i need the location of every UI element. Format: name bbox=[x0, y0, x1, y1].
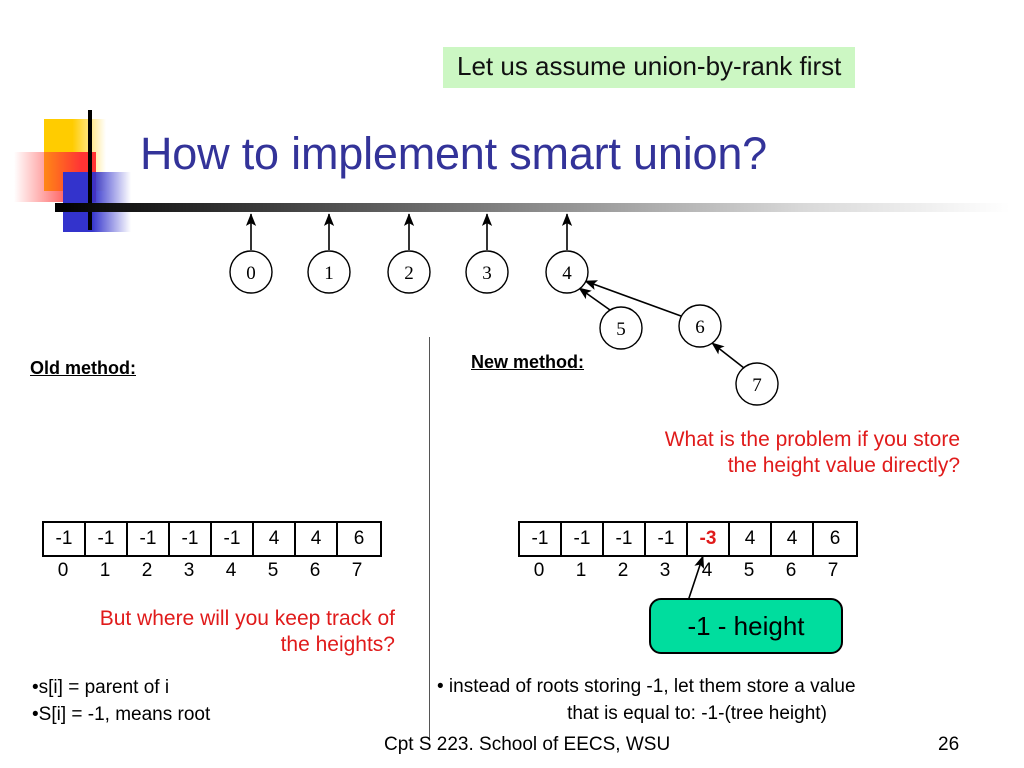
old-index-5: 5 bbox=[267, 560, 279, 581]
old-cell-0: -1 bbox=[44, 523, 86, 555]
new-cell-1: -1 bbox=[562, 523, 604, 555]
left-question-line-1: But where will you keep track of bbox=[99, 607, 395, 630]
right-question-note: What is the problem if you store the hei… bbox=[520, 427, 960, 480]
node-1-circle bbox=[307, 250, 351, 294]
new-index-6: 6 bbox=[785, 560, 797, 581]
new-method-array: -1 -1 -1 -1 -3 4 4 6 0 1 2 3 4 5 6 7 bbox=[518, 521, 858, 582]
new-cell-6: 4 bbox=[772, 523, 814, 555]
new-index-1: 1 bbox=[575, 560, 587, 581]
old-cell-6: 4 bbox=[296, 523, 338, 555]
decoration-vertical-line bbox=[88, 110, 92, 230]
old-cell-4: -1 bbox=[212, 523, 254, 555]
old-index-6: 6 bbox=[309, 560, 321, 581]
node-6-label: 6 bbox=[695, 317, 705, 338]
node-2-circle bbox=[387, 250, 431, 294]
old-bullet-2: •S[i] = -1, means root bbox=[32, 704, 211, 726]
column-divider bbox=[429, 337, 430, 741]
height-formula-callout: -1 - height bbox=[649, 598, 843, 654]
new-bullet-line-1: • instead of roots storing -1, let them … bbox=[437, 676, 856, 697]
new-array-indices: 0 1 2 3 4 5 6 7 bbox=[518, 560, 858, 582]
new-index-4: 4 bbox=[701, 560, 713, 581]
old-cell-5: 4 bbox=[254, 523, 296, 555]
old-array-indices: 0 1 2 3 4 5 6 7 bbox=[42, 560, 382, 582]
old-method-bullets: •s[i] = parent of i •S[i] = -1, means ro… bbox=[32, 674, 210, 728]
node-4-label: 4 bbox=[562, 263, 572, 284]
decoration-horizontal-gradient-bar bbox=[55, 203, 1010, 212]
new-index-5: 5 bbox=[743, 560, 755, 581]
old-index-1: 1 bbox=[99, 560, 111, 581]
old-index-0: 0 bbox=[57, 560, 69, 581]
new-array-cells: -1 -1 -1 -1 -3 4 4 6 bbox=[518, 521, 858, 557]
old-cell-2: -1 bbox=[128, 523, 170, 555]
new-index-3: 3 bbox=[659, 560, 671, 581]
node-2-label: 2 bbox=[404, 263, 414, 284]
old-method-heading: Old method: bbox=[30, 358, 136, 378]
node-3-label: 3 bbox=[482, 263, 492, 284]
page-title: How to implement smart union? bbox=[140, 128, 767, 179]
tree-edges bbox=[578, 280, 745, 369]
node-1-label: 1 bbox=[324, 263, 334, 284]
old-method-array: -1 -1 -1 -1 -1 4 4 6 0 1 2 3 4 5 6 7 bbox=[42, 521, 382, 582]
tree-nodes: 0 1 2 3 4 5 6 7 bbox=[229, 250, 779, 406]
old-cell-1: -1 bbox=[86, 523, 128, 555]
node-6-circle bbox=[678, 304, 722, 348]
right-question-line-2: the height value directly? bbox=[727, 454, 960, 478]
new-method-heading: New method: bbox=[471, 352, 585, 372]
right-question-line-1: What is the problem if you store bbox=[664, 428, 960, 451]
new-cell-3: -1 bbox=[646, 523, 688, 555]
node-5-label: 5 bbox=[616, 319, 626, 340]
decoration-blue-square bbox=[63, 172, 131, 232]
new-cell-2: -1 bbox=[604, 523, 646, 555]
new-cell-4-highlighted: -3 bbox=[688, 523, 730, 555]
footer-course-label: Cpt S 223. School of EECS, WSU bbox=[384, 734, 671, 755]
left-question-line-2: the heights? bbox=[280, 633, 395, 657]
old-cell-3: -1 bbox=[170, 523, 212, 555]
node-0-circle bbox=[229, 250, 273, 294]
new-bullet-line-2: that is equal to: -1-(tree height) bbox=[567, 702, 827, 724]
new-index-2: 2 bbox=[617, 560, 629, 581]
left-question-note: But where will you keep track of the hei… bbox=[10, 606, 395, 659]
node-5-circle bbox=[599, 306, 643, 350]
assumption-banner: Let us assume union-by-rank first bbox=[443, 47, 856, 89]
node-0-label: 0 bbox=[246, 263, 256, 284]
new-cell-0: -1 bbox=[520, 523, 562, 555]
root-pointer-arrows bbox=[245, 213, 573, 250]
new-cell-5: 4 bbox=[730, 523, 772, 555]
old-index-7: 7 bbox=[351, 560, 363, 581]
old-array-cells: -1 -1 -1 -1 -1 4 4 6 bbox=[42, 521, 382, 557]
new-index-0: 0 bbox=[533, 560, 545, 581]
old-index-2: 2 bbox=[141, 560, 153, 581]
node-4-circle bbox=[545, 250, 589, 294]
node-7-label: 7 bbox=[752, 375, 762, 396]
old-index-4: 4 bbox=[225, 560, 237, 581]
new-index-7: 7 bbox=[827, 560, 839, 581]
node-3-circle bbox=[465, 250, 509, 294]
node-7-circle bbox=[735, 362, 779, 406]
new-cell-7: 6 bbox=[829, 528, 841, 549]
footer-page-number: 26 bbox=[938, 734, 960, 755]
old-cell-7: 6 bbox=[353, 528, 365, 549]
callout-pointer-arrow bbox=[687, 555, 705, 602]
new-method-bullets: • instead of roots storing -1, let them … bbox=[437, 674, 957, 728]
old-index-3: 3 bbox=[183, 560, 195, 581]
old-bullet-1: •s[i] = parent of i bbox=[32, 677, 170, 698]
